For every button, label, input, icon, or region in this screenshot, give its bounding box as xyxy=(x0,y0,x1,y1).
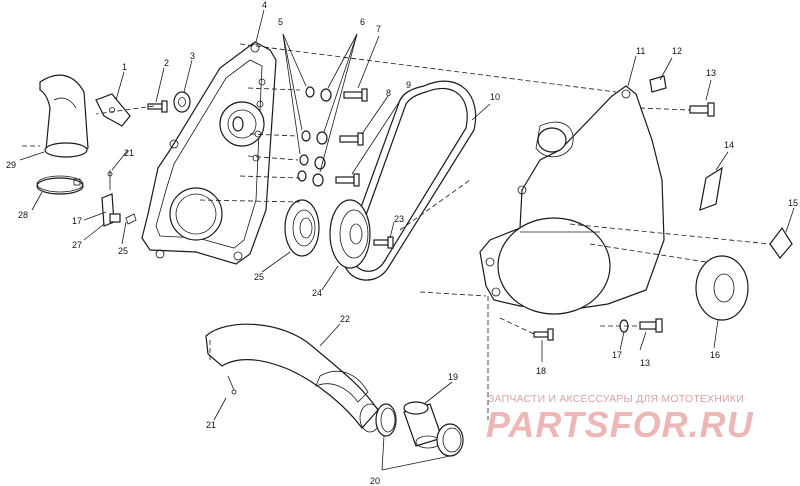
gasket-16 xyxy=(695,255,749,321)
bolt-18 xyxy=(533,328,554,341)
clip-27 xyxy=(101,170,121,227)
washers-5-6 xyxy=(297,86,332,187)
callout-20: 20 xyxy=(370,476,380,486)
label-decal-12 xyxy=(649,75,667,93)
callout-19: 19 xyxy=(448,372,458,382)
callout-4: 4 xyxy=(262,0,267,10)
bolt-13-top xyxy=(689,102,715,117)
callout-9: 9 xyxy=(406,80,411,90)
bolt-23 xyxy=(373,236,394,249)
leaders-5-6 xyxy=(282,33,404,175)
callout-15: 15 xyxy=(788,198,798,208)
intake-duct-29 xyxy=(39,74,89,158)
outer-cover-11 xyxy=(479,85,665,315)
inner-cover-4 xyxy=(141,41,277,265)
callout-14: 14 xyxy=(724,140,734,150)
callout-5: 5 xyxy=(278,17,283,27)
callout-23: 23 xyxy=(394,214,404,224)
seal-25 xyxy=(284,199,320,257)
callout-3: 3 xyxy=(190,51,195,61)
callout-27: 27 xyxy=(72,240,82,250)
callout-13-bottom: 13 xyxy=(640,358,650,368)
callout-11: 11 xyxy=(636,46,645,56)
clamp-20-left xyxy=(375,403,397,437)
drive-belt-10 xyxy=(343,80,477,281)
watermark-logo: PARTSFOR.RU xyxy=(486,404,754,445)
callout-2: 2 xyxy=(164,58,169,68)
callout-25-small: 25 xyxy=(118,246,128,256)
callout-1: 1 xyxy=(122,62,127,72)
callout-7: 7 xyxy=(376,24,381,34)
callout-labels: 1 2 3 4 5 6 7 8 9 10 11 12 13 14 15 16 1… xyxy=(6,0,798,486)
callout-8: 8 xyxy=(386,88,391,98)
sleeve-19 xyxy=(403,401,443,449)
bracket-1 xyxy=(95,93,131,127)
assembly-lines xyxy=(22,43,771,420)
callout-24: 24 xyxy=(312,288,322,298)
watermark-tagline: ЗАПЧАСТИ И АКСЕССУАРЫ ДЛЯ МОТОТЕХНИКИ xyxy=(488,393,744,405)
bolts-7-8 xyxy=(335,88,368,187)
callout-13-top: 13 xyxy=(706,68,716,78)
callout-10: 10 xyxy=(490,92,500,102)
callout-leaders xyxy=(19,9,795,471)
callout-17-right: 17 xyxy=(612,350,622,360)
callout-21-lower: 21 xyxy=(206,420,216,430)
callout-28: 28 xyxy=(18,210,28,220)
callout-29: 29 xyxy=(6,160,16,170)
callout-12: 12 xyxy=(672,46,682,56)
callout-18: 18 xyxy=(536,366,546,376)
hose-clamp-28 xyxy=(36,175,84,195)
callout-6: 6 xyxy=(360,17,365,27)
bolt-13-bottom xyxy=(639,318,663,333)
screw-21-lower xyxy=(227,375,237,395)
callout-17-left: 17 xyxy=(72,216,82,226)
callout-16: 16 xyxy=(710,350,720,360)
screw-25-small xyxy=(125,213,137,225)
duct-hose-22 xyxy=(205,323,381,433)
clamp-20-right xyxy=(436,423,464,457)
screw-2 xyxy=(147,100,168,113)
callout-21-upper: 21 xyxy=(124,148,134,158)
decal-14 xyxy=(699,166,723,211)
pulley-24 xyxy=(329,199,371,269)
callout-25-lower: 25 xyxy=(254,272,264,282)
callout-22: 22 xyxy=(340,314,350,324)
decal-15 xyxy=(769,226,793,259)
bushing-3 xyxy=(173,91,191,113)
